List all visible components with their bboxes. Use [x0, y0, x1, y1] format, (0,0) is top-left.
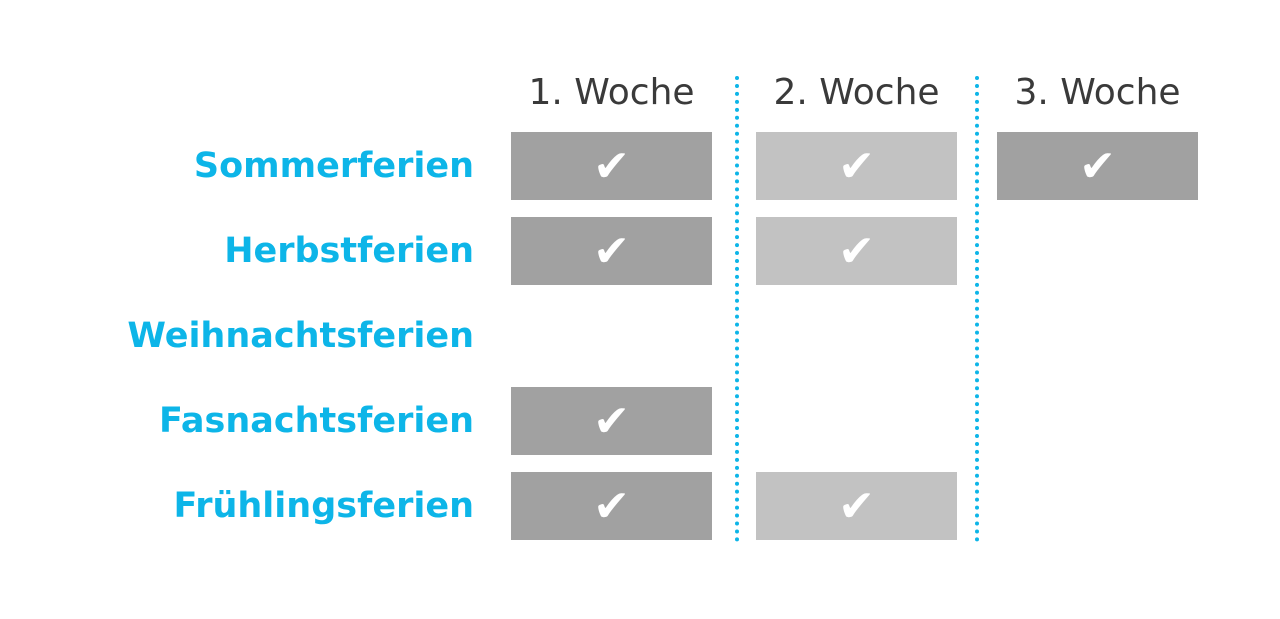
- week-header-1: 1. Woche: [528, 72, 695, 113]
- week-header-3: 3. Woche: [1014, 72, 1181, 113]
- check-icon: ✔: [1079, 140, 1116, 192]
- row-label: Weihnachtsferien: [127, 316, 474, 356]
- week-cell: ✔: [511, 132, 712, 200]
- week-cell: ✔: [756, 132, 957, 200]
- check-icon: ✔: [838, 480, 875, 532]
- week-separator: [975, 76, 979, 542]
- check-icon: ✔: [593, 480, 630, 532]
- check-icon: ✔: [593, 395, 630, 447]
- week-cell: ✔: [756, 472, 957, 540]
- row-label: Sommerferien: [193, 146, 474, 186]
- check-icon: ✔: [838, 225, 875, 277]
- week-separator: [735, 76, 739, 542]
- week-cell: ✔: [997, 132, 1198, 200]
- week-cell: ✔: [511, 472, 712, 540]
- check-icon: ✔: [838, 140, 875, 192]
- week-cell: ✔: [511, 387, 712, 455]
- row-label: Frühlingsferien: [173, 486, 474, 526]
- week-header-2: 2. Woche: [773, 72, 940, 113]
- check-icon: ✔: [593, 140, 630, 192]
- week-cell: ✔: [511, 217, 712, 285]
- check-icon: ✔: [593, 225, 630, 277]
- week-cell: ✔: [756, 217, 957, 285]
- row-label: Fasnachtsferien: [159, 401, 474, 441]
- row-label: Herbstferien: [224, 231, 474, 271]
